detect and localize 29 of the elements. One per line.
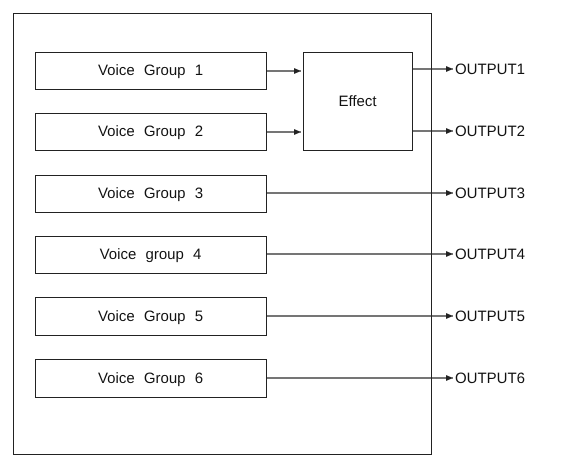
- arrow: [267, 313, 453, 319]
- process-box: [302, 52, 412, 150]
- process-box: [34, 112, 266, 150]
- box-label: Voice Group 5: [98, 308, 204, 324]
- box-label: Voice Group 3: [98, 185, 204, 202]
- box-label: Effect: [338, 92, 377, 110]
- process-box: [34, 52, 266, 90]
- box-label: Voice Group 2: [98, 123, 204, 140]
- box-label: Voice Group 1: [98, 62, 204, 79]
- output-label: OUTPUT3: [455, 184, 526, 202]
- box-label: Voice Group 6: [98, 370, 204, 386]
- output-label: OUTPUT6: [455, 370, 526, 386]
- arrow: [413, 66, 453, 72]
- process-box: [34, 236, 266, 274]
- process-box: [34, 358, 266, 398]
- box-label: Voice group 4: [100, 246, 202, 263]
- arrow: [413, 128, 453, 134]
- arrow: [267, 68, 301, 74]
- arrow: [267, 251, 453, 257]
- output-label: OUTPUT2: [455, 122, 526, 140]
- arrow: [267, 190, 453, 196]
- arrow: [267, 129, 301, 135]
- arrow: [267, 375, 453, 381]
- output-label: OUTPUT5: [455, 308, 526, 324]
- outer-frame: [13, 13, 432, 455]
- process-box: [34, 174, 266, 212]
- process-box: [34, 296, 266, 336]
- output-label: OUTPUT4: [455, 246, 526, 262]
- output-label: OUTPUT1: [455, 60, 526, 78]
